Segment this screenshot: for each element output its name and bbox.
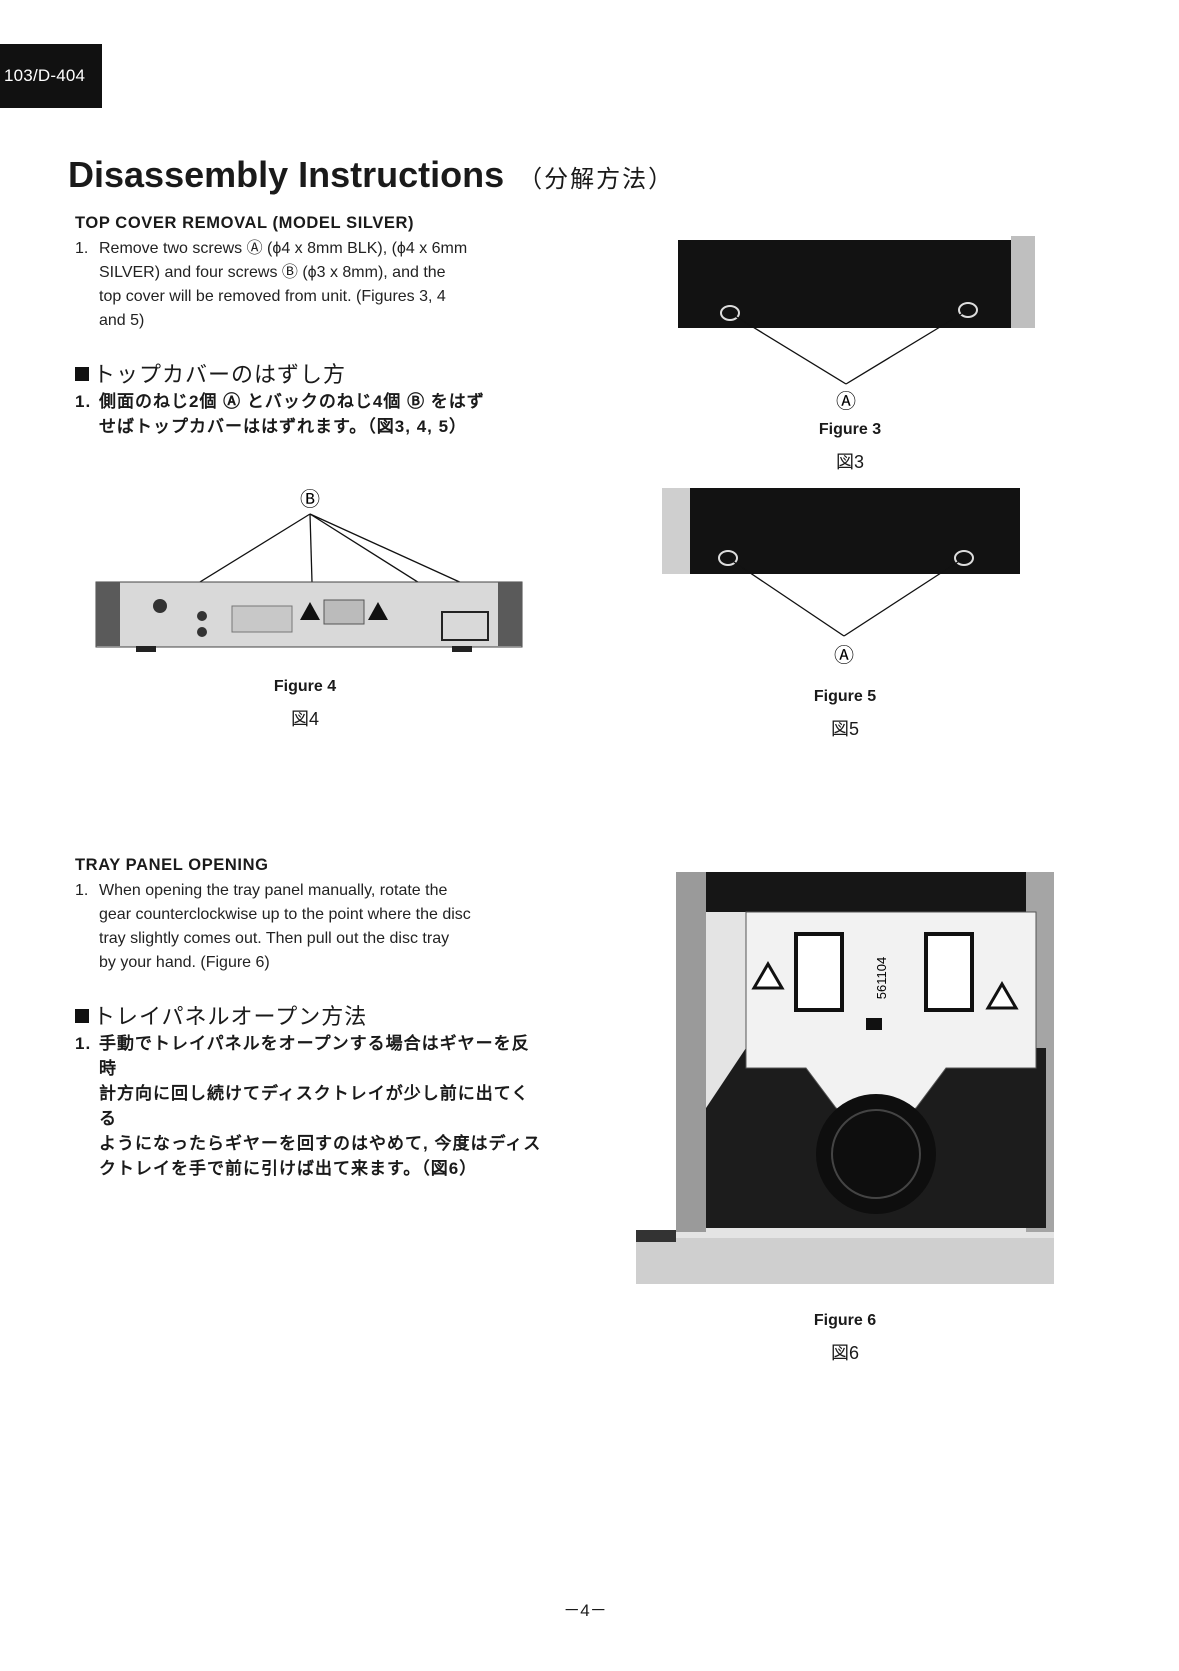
tray-panel-heading: TRAY PANEL OPENING xyxy=(75,856,269,874)
right-side-panel xyxy=(498,582,522,646)
output-jack xyxy=(197,627,207,637)
leader-line xyxy=(309,513,313,583)
laser-warning-icon xyxy=(751,961,785,990)
top-cover-jp-heading: トップカバーのはずし方 xyxy=(75,357,545,389)
unit-edge xyxy=(662,488,690,574)
leader-line xyxy=(729,312,847,385)
step-line: and 5) xyxy=(99,312,145,329)
unit-side-panel xyxy=(690,488,1020,574)
top-cover-jp-heading-text: トップカバーのはずし方 xyxy=(93,362,347,387)
page-title: Disassembly Instructions （分解方法） xyxy=(68,154,674,196)
leader-line xyxy=(845,309,969,385)
figure-3-image: Ⓐ xyxy=(678,236,1035,413)
warning-label-left xyxy=(794,932,844,1012)
figure-4-caption-jp: 図4 xyxy=(290,709,319,729)
tray-panel-section: TRAY PANEL OPENING 1. When opening the t… xyxy=(75,856,545,1181)
page-title-main: Disassembly Instructions xyxy=(68,154,505,195)
left-chassis-frame xyxy=(676,872,706,1232)
spindle-ring xyxy=(831,1109,921,1199)
sensor-block xyxy=(866,1018,882,1030)
foot xyxy=(452,646,472,652)
step-number: 1. xyxy=(75,392,92,411)
callout-a: Ⓐ xyxy=(836,390,856,413)
step-line: When opening the tray panel manually, ro… xyxy=(99,882,448,899)
jp-step-line: クトレイを手で前に引けば出て来ます。（図6） xyxy=(99,1159,478,1178)
model-number-tab: 103/D-404 xyxy=(0,44,102,108)
figure-6-image: 561104 xyxy=(636,872,1054,1284)
tray-front-panel xyxy=(636,1238,1054,1284)
top-chassis-bar xyxy=(676,872,1054,912)
leader-line xyxy=(309,513,465,585)
figure-5-image: Ⓐ xyxy=(662,488,1020,667)
chip-code: 561104 xyxy=(874,957,889,999)
jp-step-line: 側面のねじ2個 Ⓐ とバックのねじ4個 Ⓑ をはず xyxy=(99,392,485,411)
step-line: top cover will be removed from unit. (Fi… xyxy=(99,288,446,305)
figure-6-caption: Figure 6 xyxy=(813,1312,877,1329)
left-side-panel xyxy=(96,582,120,646)
top-cover-section: TOP COVER REMOVAL (MODEL SILVER) 1. Remo… xyxy=(75,214,545,439)
unit-edge xyxy=(1011,236,1035,328)
output-jack xyxy=(197,611,207,621)
step-line: Remove two screws Ⓐ (ϕ4 x 8mm BLK), (ϕ4 … xyxy=(99,240,468,257)
warning-plate xyxy=(323,599,365,625)
callout-a: Ⓐ xyxy=(834,644,854,667)
tray-panel-jp-heading: トレイパネルオープン方法 xyxy=(75,999,545,1031)
figure-3-caption: Figure 3 xyxy=(818,421,882,438)
rear-label xyxy=(231,605,293,633)
foot xyxy=(136,646,156,652)
unit-side-panel xyxy=(678,240,1011,328)
disc-spindle xyxy=(816,1094,936,1214)
tray-panel-jp-step-1: 1. 手動でトレイパネルをオープンする場合はギヤーを反時 計方向に回し続けてディ… xyxy=(75,1031,545,1181)
figure-3-caption-jp: 図3 xyxy=(835,452,864,472)
figure-6-caption-jp: 図6 xyxy=(830,1343,859,1363)
screw-a-right xyxy=(958,302,978,318)
warning-label-right xyxy=(924,932,974,1012)
figure-4-caption: Figure 4 xyxy=(273,678,337,695)
leader-line xyxy=(727,557,845,637)
leader-line xyxy=(843,557,965,637)
step-line: tray slightly comes out. Then pull out t… xyxy=(99,930,450,947)
callout-b: Ⓑ xyxy=(300,488,320,511)
screw-a-left xyxy=(720,305,740,321)
top-cover-step-1: 1. Remove two screws Ⓐ (ϕ4 x 8mm BLK), (… xyxy=(75,237,545,333)
jp-step-line: 手動でトレイパネルをオープンする場合はギヤーを反時 xyxy=(99,1034,530,1078)
step-number: 1. xyxy=(75,240,89,257)
power-jack xyxy=(153,599,167,613)
figure-5-caption-jp: 図5 xyxy=(830,719,859,739)
screw-a-left xyxy=(718,550,738,566)
warning-triangle-icon xyxy=(300,602,320,620)
step-number: 1. xyxy=(75,1034,92,1053)
page-number: －4－ xyxy=(563,1601,607,1620)
tray-panel-step-1: 1. When opening the tray panel manually,… xyxy=(75,879,545,975)
laser-warning-icon xyxy=(985,981,1019,1010)
step-line: SILVER) and four screws Ⓑ (ϕ3 x 8mm), an… xyxy=(99,264,446,281)
square-bullet-icon xyxy=(75,367,89,381)
top-cover-jp-step-1: 1. 側面のねじ2個 Ⓐ とバックのねじ4個 Ⓑ をはず せばトップカバーははず… xyxy=(75,389,545,439)
tray-panel-jp-heading-text: トレイパネルオープン方法 xyxy=(93,1004,368,1029)
step-line: by your hand. (Figure 6) xyxy=(99,954,270,971)
warning-triangle-icon xyxy=(368,602,388,620)
step-line: gear counterclockwise up to the point wh… xyxy=(99,906,471,923)
step-number: 1. xyxy=(75,882,89,899)
page-title-jp: （分解方法） xyxy=(518,166,675,193)
figure-5-caption: Figure 5 xyxy=(813,688,877,705)
jp-step-line: せばトップカバーははずれます。（図3, 4, 5） xyxy=(99,417,468,436)
tray-corner xyxy=(636,1230,676,1242)
jp-step-line: ようになったらギヤーを回すのはやめて, 今度はディス xyxy=(99,1134,542,1153)
square-bullet-icon xyxy=(75,1009,89,1023)
ac-outlet xyxy=(441,611,489,641)
figure-4-image: Ⓑ xyxy=(95,488,523,652)
top-cover-heading: TOP COVER REMOVAL (MODEL SILVER) xyxy=(75,214,415,232)
screw-a-right xyxy=(954,550,974,566)
jp-step-line: 計方向に回し続けてディスクトレイが少し前に出てくる xyxy=(99,1084,530,1128)
